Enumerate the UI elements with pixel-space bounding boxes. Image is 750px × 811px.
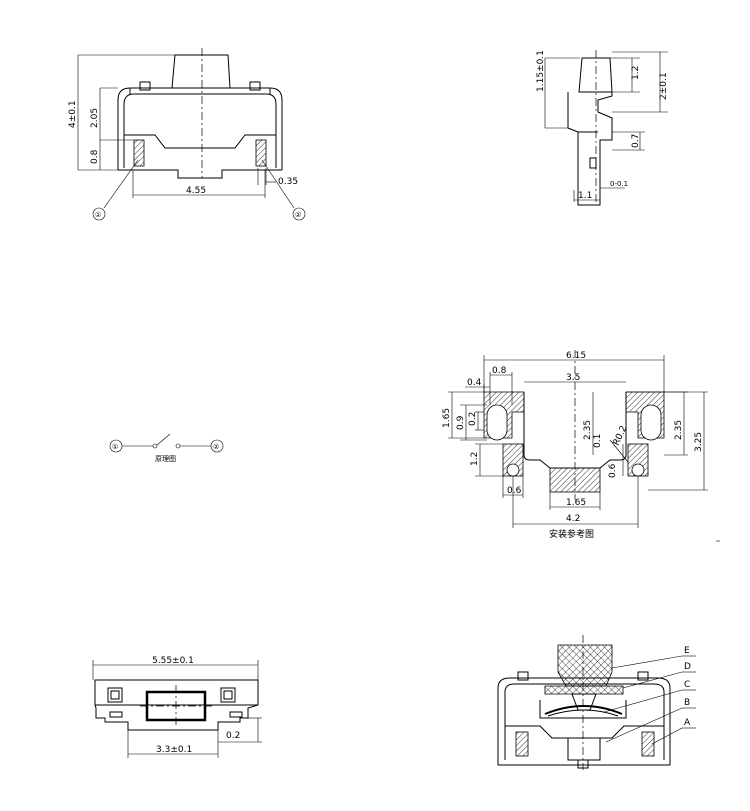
- schematic: ① ② 原理图: [109, 433, 224, 463]
- side-dim-top: 1.15±0.1: [536, 50, 546, 92]
- section-label-d: D: [684, 662, 691, 672]
- footprint-dim-total-width: 6.15: [566, 351, 586, 361]
- footprint-dim-06-left: 0.6: [507, 486, 522, 496]
- footprint-dim-01: 0.1: [593, 434, 603, 448]
- footprint-dim-165-bottom: 1.65: [566, 498, 586, 508]
- footprint-dim-12: 1.2: [470, 452, 480, 466]
- front-dim-body: 2.05: [90, 108, 100, 128]
- footprint-caption: 安装参考图: [549, 528, 594, 540]
- side-dim-lower: 0.7: [631, 134, 641, 148]
- section-label-a: A: [684, 718, 691, 728]
- section-view: E D C B A: [497, 635, 696, 770]
- footprint-dim-235-right: 2.35: [674, 420, 684, 440]
- footprint-dim-edge: 0.4: [467, 378, 482, 388]
- bottom-dim-02: 0.2: [226, 731, 240, 741]
- section-label-e: E: [684, 646, 690, 656]
- schematic-caption: 原理图: [155, 455, 176, 463]
- side-view: 1.15±0.1 1.2 2±0.1 0.7 1.1 0-0.1: [536, 50, 669, 206]
- schematic-terminal-2: ②: [213, 443, 219, 451]
- front-dim-base: 0.8: [90, 149, 100, 164]
- footprint-dim-02: 0.2: [468, 412, 478, 426]
- bottom-dim-inner: 3.3±0.1: [156, 745, 192, 755]
- section-label-b: B: [684, 698, 690, 708]
- side-dim-total: 2±0.1: [659, 72, 669, 100]
- front-terminal-2: ②: [295, 211, 301, 219]
- schematic-terminal-1: ①: [112, 443, 118, 451]
- footprint: 6.15 0.8 0.4 3.5 1.65 0.9 0.2 2.35 0.1 R…: [442, 350, 720, 542]
- front-dim-pad: 0.35: [278, 177, 298, 187]
- bottom-dim-width: 5.55±0.1: [152, 656, 194, 666]
- front-terminal-1: ①: [95, 211, 101, 219]
- footprint-dim-06-right: 0.6: [608, 463, 618, 478]
- footprint-dim-235-left: 2.35: [583, 420, 593, 440]
- front-dim-pitch: 4.55: [186, 186, 206, 196]
- section-label-c: C: [684, 680, 690, 690]
- footprint-dim-inner: 3.5: [566, 373, 580, 383]
- bottom-view: 5.55±0.1 3.3±0.1 0.2: [92, 656, 262, 758]
- front-view: 4±0.1 2.05 0.8 4.55 0.35 ① ②: [68, 48, 306, 221]
- front-dim-height: 4±0.1: [68, 100, 78, 128]
- footprint-dim-42: 4.2: [566, 514, 580, 524]
- side-dim-tol: 0-0.1: [610, 180, 628, 188]
- side-dim-actuator: 1.2: [631, 66, 641, 80]
- footprint-dim-325: 3.25: [694, 432, 704, 452]
- footprint-dim-165: 1.65: [442, 408, 452, 428]
- footprint-dim-09: 0.9: [456, 415, 466, 430]
- footprint-dim-r02: R0.2: [612, 424, 630, 447]
- footprint-dim-slot: 0.8: [492, 366, 507, 376]
- side-dim-width: 1.1: [578, 191, 592, 201]
